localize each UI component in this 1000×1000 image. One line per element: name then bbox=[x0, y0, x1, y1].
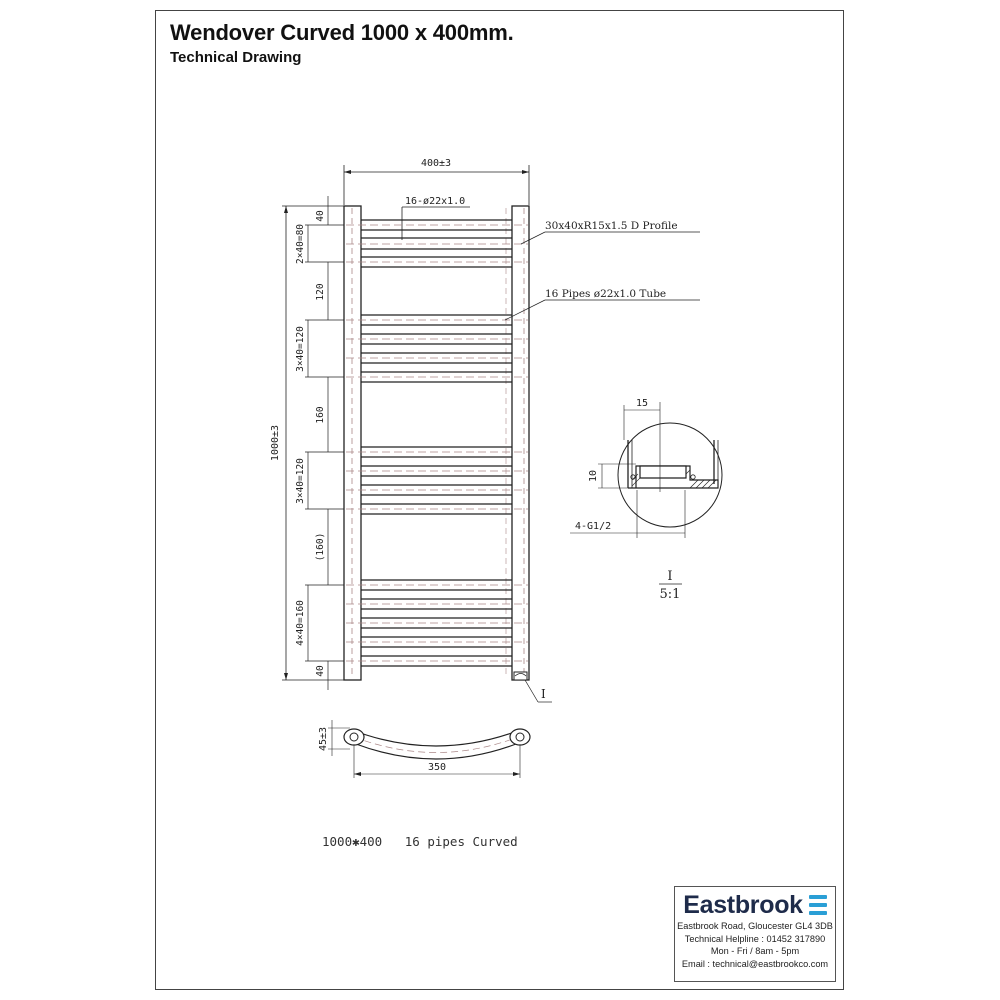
dim-160-ref: (160) bbox=[315, 533, 326, 562]
dim-40-bottom: 40 bbox=[315, 665, 326, 677]
company-info-box: Eastbrook Eastbrook Road, Gloucester GL4… bbox=[674, 886, 836, 982]
dim-4x40: 4×40=160 bbox=[295, 600, 306, 646]
company-address: Eastbrook Road, Gloucester GL4 3DB bbox=[677, 921, 833, 931]
depth-dimension: 45±3 bbox=[318, 727, 329, 751]
wave-stripes-icon bbox=[808, 895, 827, 915]
centers-dimension: 350 bbox=[428, 762, 446, 773]
height-dimension: 1000±3 bbox=[270, 425, 281, 461]
page-subtitle: Technical Drawing bbox=[170, 49, 302, 66]
dim-3x40-a: 3×40=120 bbox=[295, 326, 306, 372]
page-title: Wendover Curved 1000 x 400mm. bbox=[170, 20, 514, 45]
opening-hours: Mon - Fri / 8am - 5pm bbox=[710, 946, 800, 956]
detail-dim-10: 10 bbox=[588, 470, 599, 482]
side-view: 45±3 350 bbox=[318, 720, 531, 778]
dim-160: 160 bbox=[315, 406, 326, 423]
front-view: 400±3 16-ø22x1.0 bbox=[270, 158, 700, 703]
pipe-callout: 16-ø22x1.0 bbox=[405, 196, 465, 207]
contact-email: Email : technical@eastbrookco.com bbox=[681, 958, 829, 969]
dim-120: 120 bbox=[315, 283, 326, 300]
drawing-caption: 1000✱400 16 pipes Curved bbox=[322, 834, 518, 849]
profile-label: 30x40xR15x1.5 D Profile bbox=[545, 220, 678, 232]
detail-marker: I bbox=[541, 687, 546, 701]
detail-view: 15 10 4-G1/2 I 5:1 bbox=[570, 398, 723, 602]
dim-3x40-b: 3×40=120 bbox=[295, 458, 306, 504]
width-dimension: 400±3 bbox=[421, 158, 451, 169]
detail-id: I bbox=[667, 569, 672, 584]
detail-dim-15: 15 bbox=[636, 398, 648, 409]
pipes-label: 16 Pipes ø22x1.0 Tube bbox=[545, 288, 666, 300]
thread-label: 4-G1/2 bbox=[575, 521, 611, 532]
detail-scale: 5:1 bbox=[660, 587, 681, 602]
dim-2x40: 2×40=80 bbox=[295, 224, 306, 264]
company-name: Eastbrook bbox=[683, 890, 803, 919]
drawing-frame bbox=[155, 10, 844, 990]
technical-helpline: Technical Helpline : 01452 317890 bbox=[684, 933, 826, 944]
company-logo: Eastbrook bbox=[675, 890, 835, 920]
dim-40-top: 40 bbox=[315, 210, 326, 222]
